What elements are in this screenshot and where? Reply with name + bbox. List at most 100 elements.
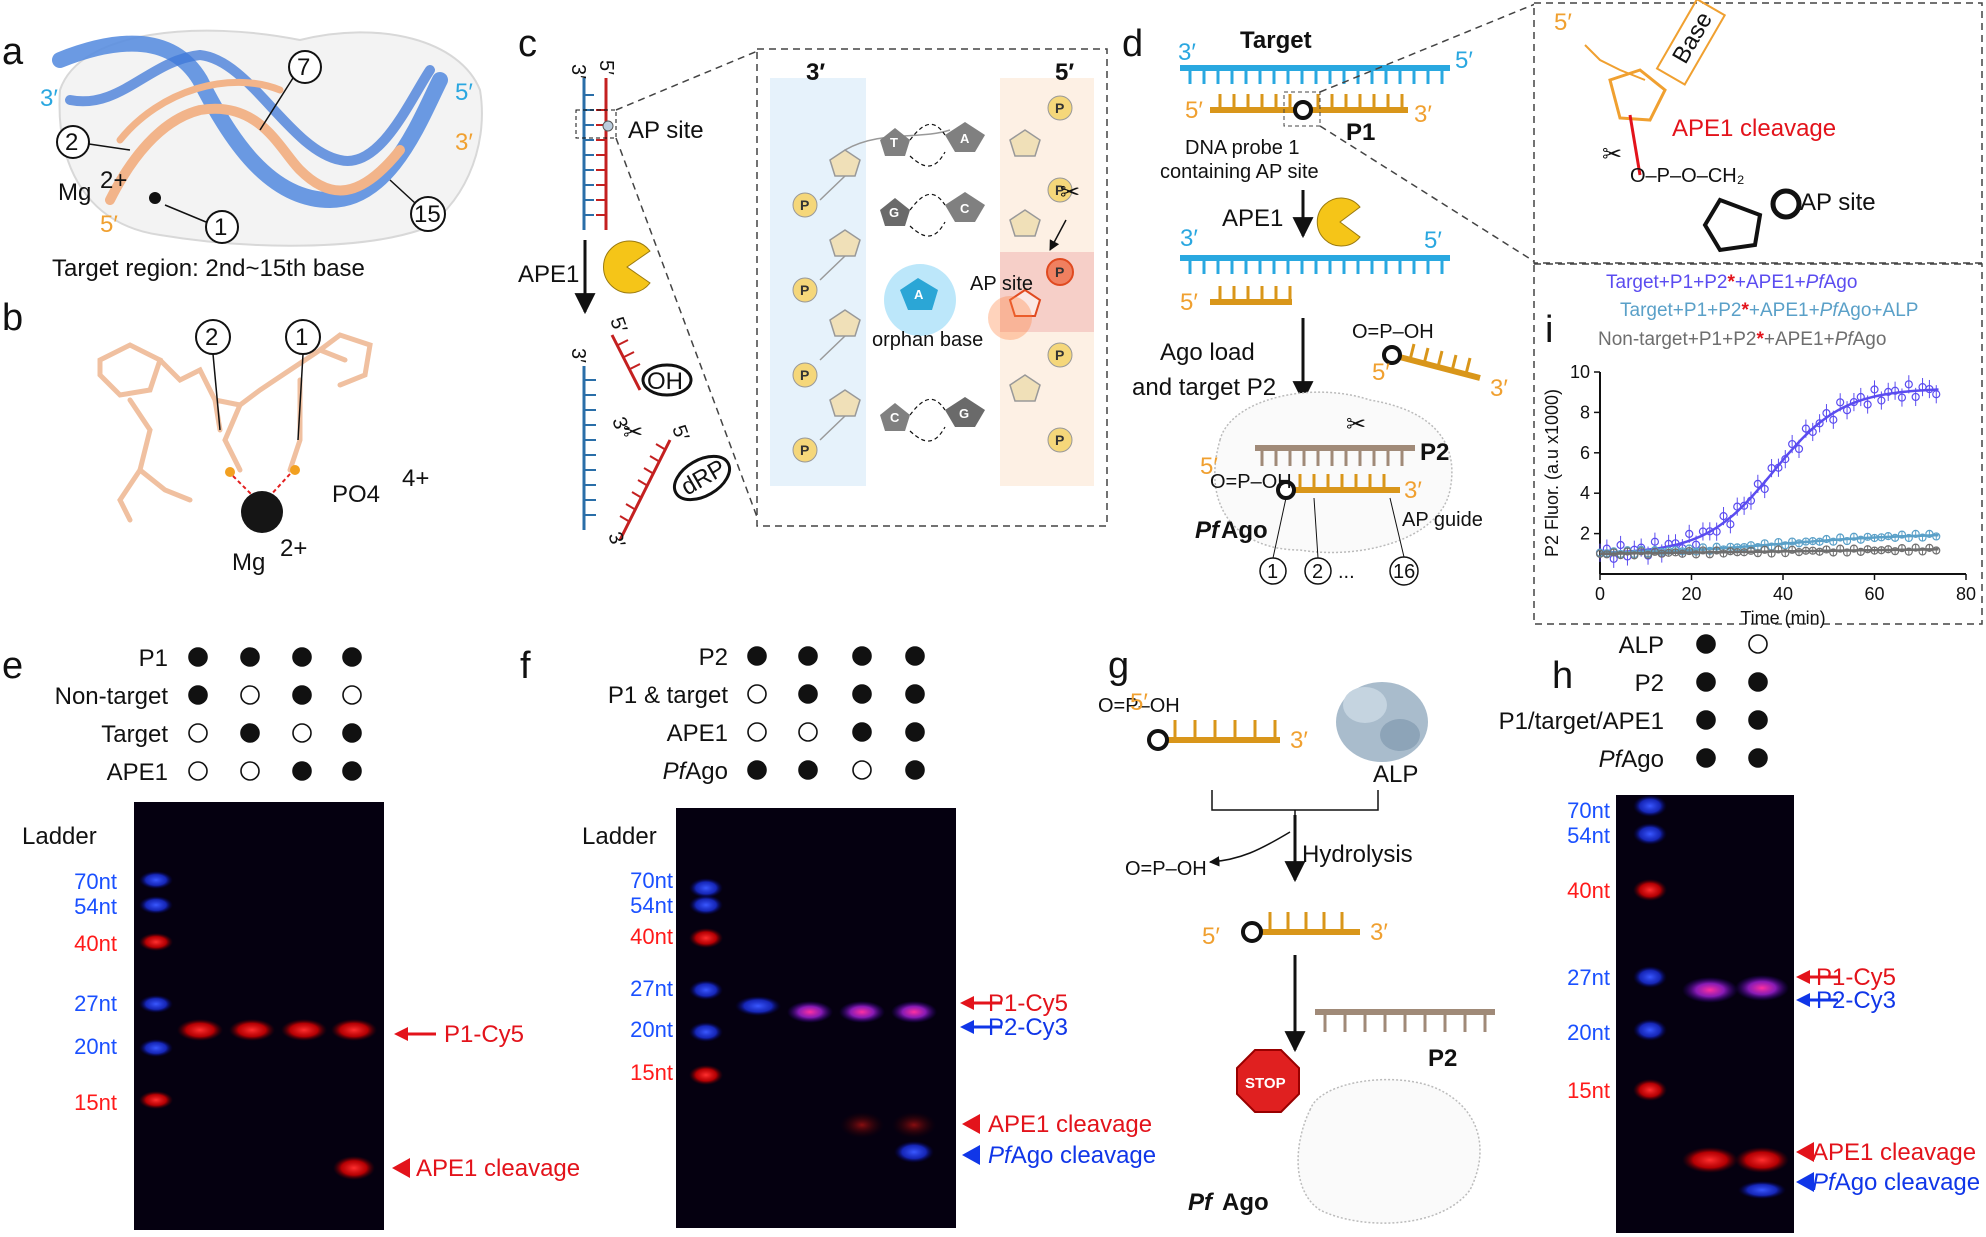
filled-dot bbox=[1696, 748, 1716, 768]
d-ap-box bbox=[1283, 91, 1321, 127]
h-ladder-70nt: 70nt bbox=[1567, 798, 1610, 823]
b-pos-1: 1 bbox=[295, 324, 308, 351]
d-end-5-f: 5′ bbox=[1200, 453, 1218, 480]
h-band-ape1 bbox=[1735, 1147, 1789, 1173]
positions-b: 2 1 bbox=[195, 319, 321, 441]
arrow-head bbox=[960, 1020, 974, 1034]
i-point bbox=[1637, 547, 1646, 556]
c-ap-box bbox=[575, 109, 617, 139]
panel-i: i Target+P1+P2*+APE1+PfAgoTarget+P1+P2*+… bbox=[1533, 263, 1983, 628]
c-p-l4: P bbox=[800, 442, 809, 458]
c-base-pairs: T A G C A C G bbox=[880, 122, 985, 442]
c-zoom-left-band bbox=[770, 78, 866, 486]
filled-dot bbox=[292, 761, 312, 781]
d-ellipsis: ... bbox=[1338, 561, 1355, 583]
c-duplex-top: 3′ 5′ AP site bbox=[567, 60, 704, 230]
i-point bbox=[1932, 390, 1941, 399]
c-p-l3: P bbox=[800, 367, 809, 383]
g-hydrolysis-label: Hydrolysis bbox=[1302, 841, 1413, 868]
panel-g-letter: g bbox=[1108, 645, 1129, 687]
d-phosphate-glyph-2: O=P–OH bbox=[1210, 471, 1292, 493]
filled-dot bbox=[1748, 672, 1768, 692]
arrow-label: APE1 cleavage bbox=[1812, 1139, 1976, 1166]
h-ladder-band bbox=[1633, 823, 1667, 845]
d-ago-protein bbox=[1214, 391, 1453, 554]
h-ladder-27nt: 27nt bbox=[1567, 965, 1610, 990]
f-row-label: PfAgo bbox=[663, 758, 728, 785]
arrow-head bbox=[394, 1027, 408, 1041]
i-point bbox=[1609, 548, 1618, 557]
i-point bbox=[1925, 384, 1934, 394]
f-ladder-15nt: 15nt bbox=[630, 1060, 673, 1085]
e-band-p1 bbox=[177, 1019, 223, 1041]
f-ladder-70nt: 70nt bbox=[630, 868, 673, 893]
f-band-ape1 bbox=[892, 1112, 936, 1138]
d-end-5-d: 5′ bbox=[1180, 289, 1198, 316]
i-point bbox=[1925, 543, 1934, 552]
f-ladder-band bbox=[689, 895, 723, 915]
c-p-l1: P bbox=[800, 197, 809, 213]
i-point bbox=[1904, 547, 1913, 556]
i-point bbox=[1918, 533, 1927, 542]
g-stop-sign bbox=[1236, 1049, 1300, 1113]
i-point bbox=[1829, 548, 1838, 557]
c-base-G: G bbox=[889, 205, 899, 220]
i-legend-entry: Non-target+P1+P2*+APE1+PfAgo bbox=[1598, 329, 1886, 350]
f-gel-bands bbox=[689, 878, 937, 1163]
i-point bbox=[1822, 545, 1831, 554]
e-row-label: P1 bbox=[139, 645, 168, 672]
c-ap-label: AP site bbox=[628, 117, 704, 144]
arrow-head bbox=[960, 996, 974, 1010]
g-release-arrow bbox=[1208, 831, 1291, 867]
g-p2-strand bbox=[1315, 1009, 1495, 1032]
h-band-pfago bbox=[1738, 1181, 1786, 1199]
empty-dot bbox=[240, 761, 260, 781]
d-end-5-b: 5′ bbox=[1185, 97, 1203, 124]
d-inset-cleavage-label: APE1 cleavage bbox=[1672, 115, 1836, 142]
d-ap-site bbox=[1293, 100, 1313, 120]
c-left-backbone: P P P P bbox=[792, 129, 951, 463]
h-row-label: P2 bbox=[1635, 670, 1664, 697]
d-target-label: Target bbox=[1240, 27, 1312, 54]
a-pos-2: 2 bbox=[65, 129, 78, 156]
i-point bbox=[1760, 484, 1769, 494]
i-point bbox=[1760, 545, 1769, 554]
f-ladder-40nt: 40nt bbox=[630, 924, 673, 949]
i-point bbox=[1877, 396, 1886, 405]
triangle-marker bbox=[962, 1145, 980, 1165]
e-ladder-band bbox=[139, 1039, 173, 1057]
d-probe-desc-1: DNA probe 1 bbox=[1185, 137, 1300, 159]
i-point bbox=[1856, 535, 1865, 544]
h-ladder-40nt: 40nt bbox=[1567, 878, 1610, 903]
i-point bbox=[1616, 540, 1625, 550]
i-point bbox=[1863, 400, 1872, 409]
g-pfago-rest: Ago bbox=[1222, 1189, 1269, 1216]
b-mg-charge: 2+ bbox=[280, 535, 307, 562]
i-point bbox=[1643, 550, 1653, 559]
filled-dot bbox=[1696, 634, 1716, 654]
e-band-p1 bbox=[229, 1019, 275, 1041]
panel-f-letter: f bbox=[520, 645, 531, 687]
d-scissors: ✂ bbox=[1346, 411, 1366, 438]
c-p-r4: P bbox=[1055, 347, 1064, 363]
panel-b: b 2 1 Mg 2+ PO4 4+ bbox=[2, 297, 429, 576]
coordination-bonds bbox=[232, 473, 291, 499]
triangle-marker bbox=[1796, 1142, 1814, 1162]
i-point bbox=[1849, 544, 1859, 553]
arrow-head bbox=[1796, 993, 1810, 1007]
d-inset-ap-label: AP site bbox=[1800, 189, 1876, 216]
mg-ion-b bbox=[241, 491, 283, 533]
e-row-label: APE1 bbox=[107, 759, 168, 786]
c-base-G2: G bbox=[959, 406, 969, 421]
i-x-tick-label: 60 bbox=[1864, 584, 1884, 604]
filled-dot bbox=[342, 761, 362, 781]
i-point bbox=[1856, 547, 1865, 556]
c-zoom-3prime: 3′ bbox=[806, 59, 825, 86]
empty-dot bbox=[747, 722, 767, 742]
